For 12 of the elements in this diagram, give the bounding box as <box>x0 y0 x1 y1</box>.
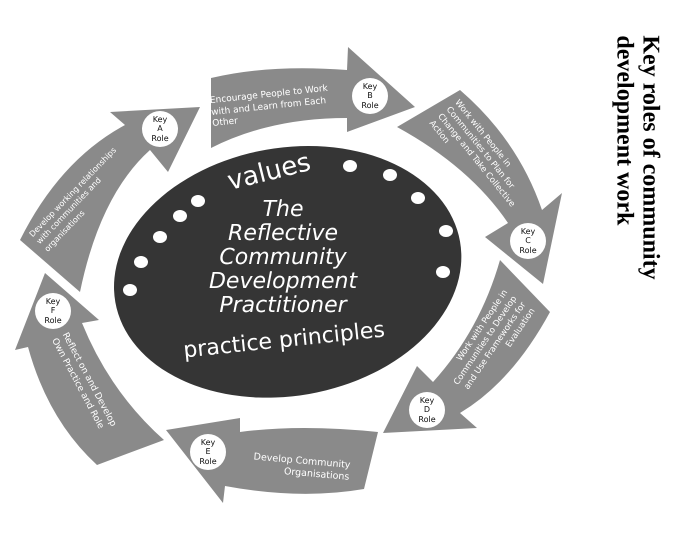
band-label: Develop Community Organisations <box>252 450 351 484</box>
title: Key roles of community development work <box>610 34 664 282</box>
curved-band <box>15 273 164 465</box>
curved-band <box>166 418 378 503</box>
curved-band <box>211 47 415 148</box>
arc-label: practice principles <box>182 317 386 366</box>
curved-band <box>383 260 550 433</box>
curved-band <box>397 90 562 284</box>
band-label: Encourage People to Work with and Learn from Each Other <box>209 82 329 131</box>
curved-band <box>20 107 200 292</box>
center-title: The Reflective Community Development Practitioner <box>208 198 358 318</box>
arc-label: values <box>224 146 315 199</box>
